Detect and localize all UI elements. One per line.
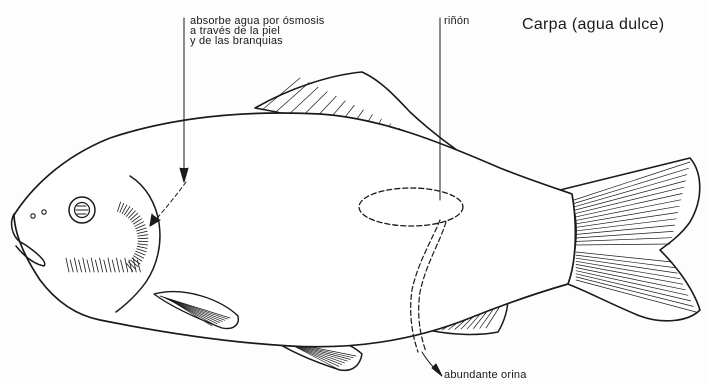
urine-arrow-icon — [432, 364, 442, 376]
osmosis-label: absorbe agua por ósmosis a través de la … — [190, 16, 324, 46]
caudal-fin — [560, 158, 700, 321]
kidney-label: riñón — [444, 16, 469, 26]
osmosis-label-line: y de las branquias — [190, 36, 324, 46]
diagram-title: Carpa (agua dulce) — [522, 16, 664, 34]
urine-label: abundante orina — [444, 370, 527, 380]
fish-eye — [69, 197, 95, 223]
